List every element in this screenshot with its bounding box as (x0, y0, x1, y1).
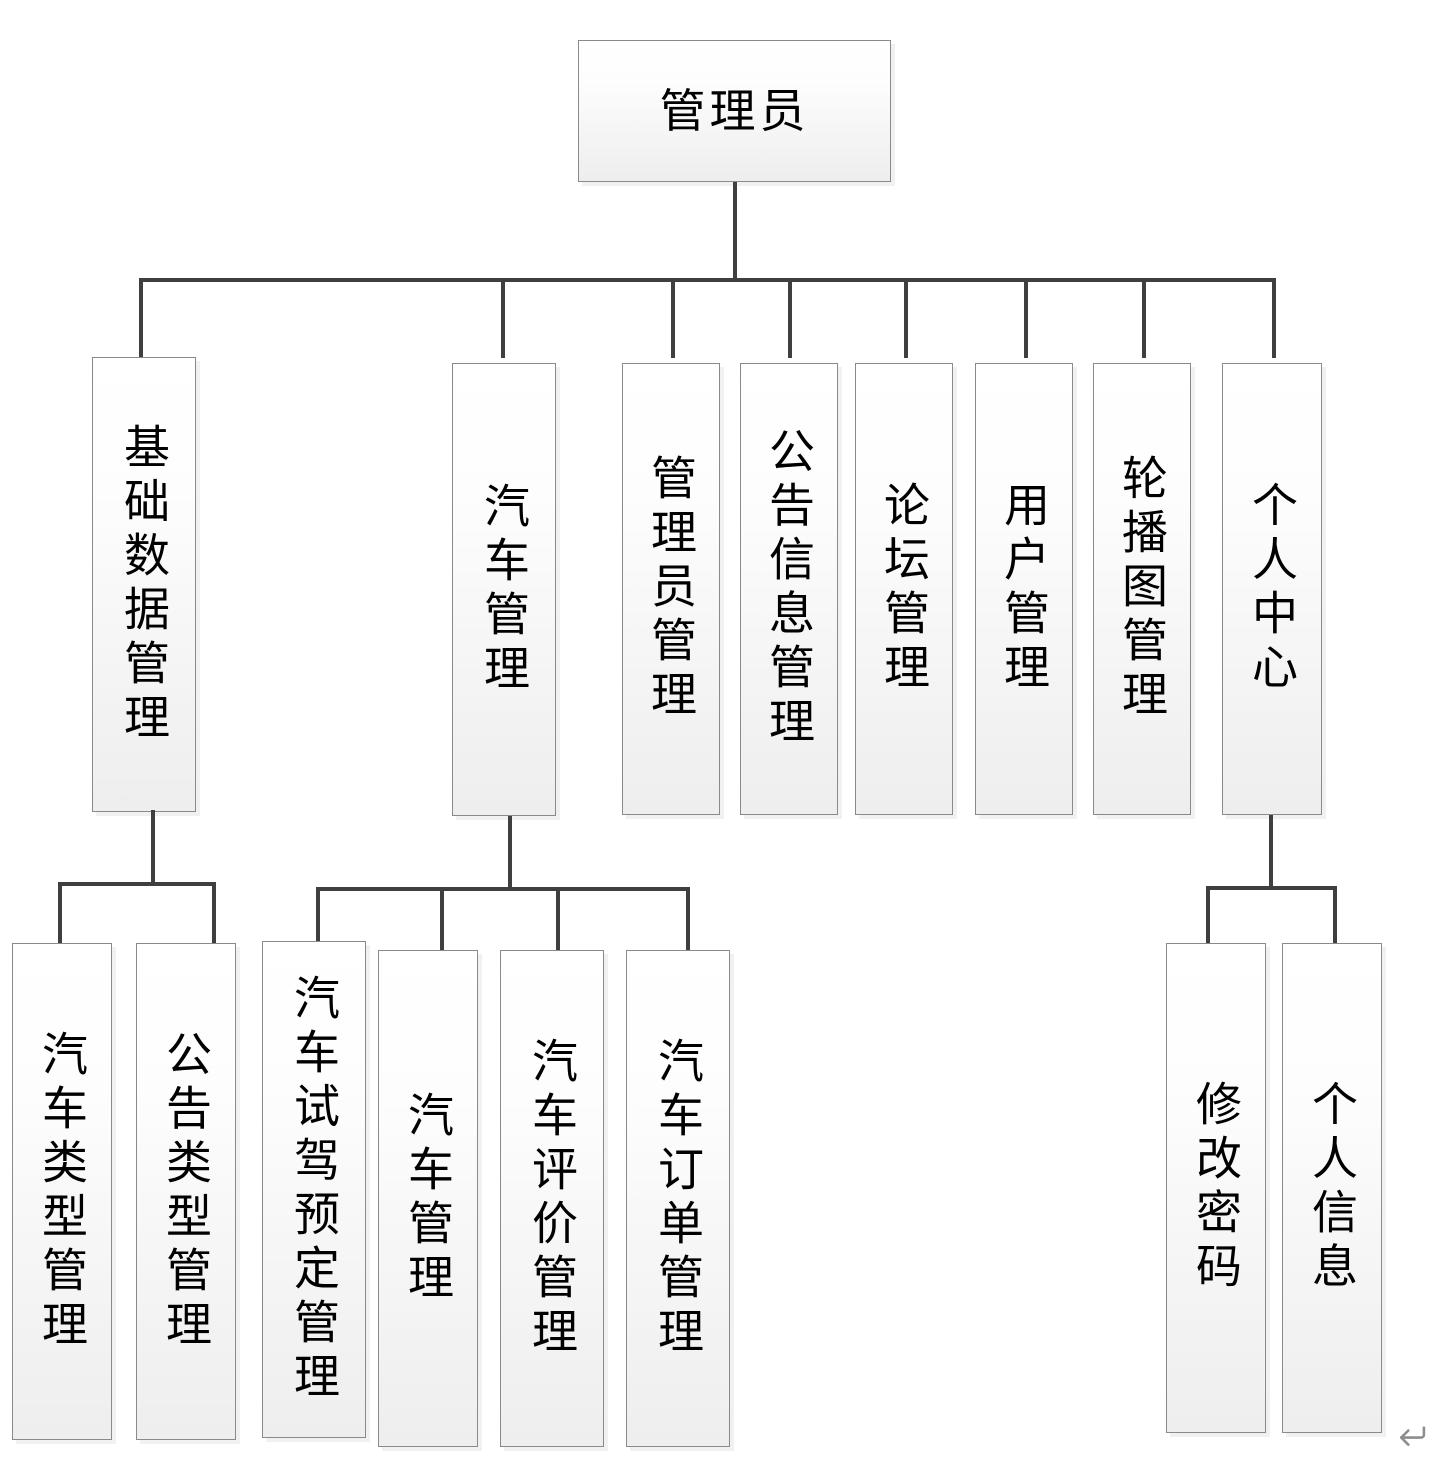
connector-drop-car (501, 278, 505, 358)
node-admin-root-label: 管理员 (659, 84, 810, 138)
connector-car-stem (508, 816, 512, 890)
node-car-order-management-label: 汽车订单管理 (651, 1036, 705, 1361)
connector-car-child2 (440, 887, 444, 950)
connector-drop-personal-center (1272, 278, 1276, 358)
node-basic-data-management[interactable]: 基础数据管理 (92, 357, 196, 812)
node-basic-data-management-label: 基础数据管理 (117, 422, 171, 747)
connector-drop-user (1024, 278, 1028, 358)
node-personal-center-label: 个人中心 (1245, 481, 1299, 697)
node-admin-root[interactable]: 管理员 (578, 40, 891, 182)
connector-root-stem (733, 182, 737, 280)
node-car-review-management-label: 汽车评价管理 (525, 1036, 579, 1361)
node-announcement-type-management[interactable]: 公告类型管理 (136, 943, 236, 1440)
connector-personal-bar (1206, 886, 1337, 890)
node-car-testdrive-booking-management-label: 汽车试驾预定管理 (287, 973, 341, 1406)
node-car-type-management-label: 汽车类型管理 (35, 1029, 89, 1354)
node-personal-info-label: 个人信息 (1305, 1080, 1359, 1296)
node-user-management-label: 用户管理 (997, 481, 1051, 697)
connector-car-bar (316, 887, 690, 891)
return-arrow-icon (1399, 1426, 1426, 1446)
node-announcement-type-management-label: 公告类型管理 (159, 1029, 213, 1354)
connector-drop-administrator (671, 278, 675, 358)
node-change-password[interactable]: 修改密码 (1166, 943, 1266, 1433)
connector-drop-basic-data (139, 278, 143, 358)
connector-car-child4 (686, 887, 690, 950)
connector-car-child3 (556, 887, 560, 950)
connector-basic-data-bar (58, 882, 216, 886)
node-car-type-management[interactable]: 汽车类型管理 (12, 943, 112, 1440)
node-car-order-management[interactable]: 汽车订单管理 (626, 950, 730, 1447)
connector-level2-bus (139, 278, 1276, 282)
connector-car-child1 (316, 887, 320, 943)
node-car-management-label: 汽车管理 (477, 481, 531, 698)
node-carousel-management[interactable]: 轮播图管理 (1093, 363, 1191, 815)
connector-drop-carousel (1142, 278, 1146, 358)
node-car-management-sub[interactable]: 汽车管理 (378, 950, 478, 1447)
node-car-review-management[interactable]: 汽车评价管理 (500, 950, 604, 1447)
connector-basic-data-child2 (212, 882, 216, 944)
node-car-management-sub-label: 汽车管理 (401, 1090, 455, 1307)
node-administrator-management-label: 管理员管理 (644, 454, 698, 724)
node-car-testdrive-booking-management[interactable]: 汽车试驾预定管理 (262, 941, 366, 1438)
connector-basic-data-stem (151, 810, 155, 884)
connector-personal-child2 (1333, 886, 1337, 943)
node-carousel-management-label: 轮播图管理 (1115, 454, 1169, 724)
node-forum-management-label: 论坛管理 (877, 481, 931, 697)
connector-personal-stem (1269, 815, 1273, 888)
connector-drop-forum (904, 278, 908, 358)
node-administrator-management[interactable]: 管理员管理 (622, 363, 720, 815)
connector-personal-child1 (1206, 886, 1210, 943)
node-forum-management[interactable]: 论坛管理 (855, 363, 953, 815)
node-change-password-label: 修改密码 (1189, 1080, 1243, 1296)
connector-drop-announcement (788, 278, 792, 358)
node-announcement-info-management[interactable]: 公告信息管理 (740, 363, 838, 815)
node-user-management[interactable]: 用户管理 (975, 363, 1073, 815)
node-car-management[interactable]: 汽车管理 (452, 363, 556, 816)
connector-basic-data-child1 (58, 882, 62, 944)
node-personal-info[interactable]: 个人信息 (1282, 943, 1382, 1433)
node-personal-center[interactable]: 个人中心 (1222, 363, 1322, 815)
node-announcement-info-management-label: 公告信息管理 (762, 427, 816, 751)
